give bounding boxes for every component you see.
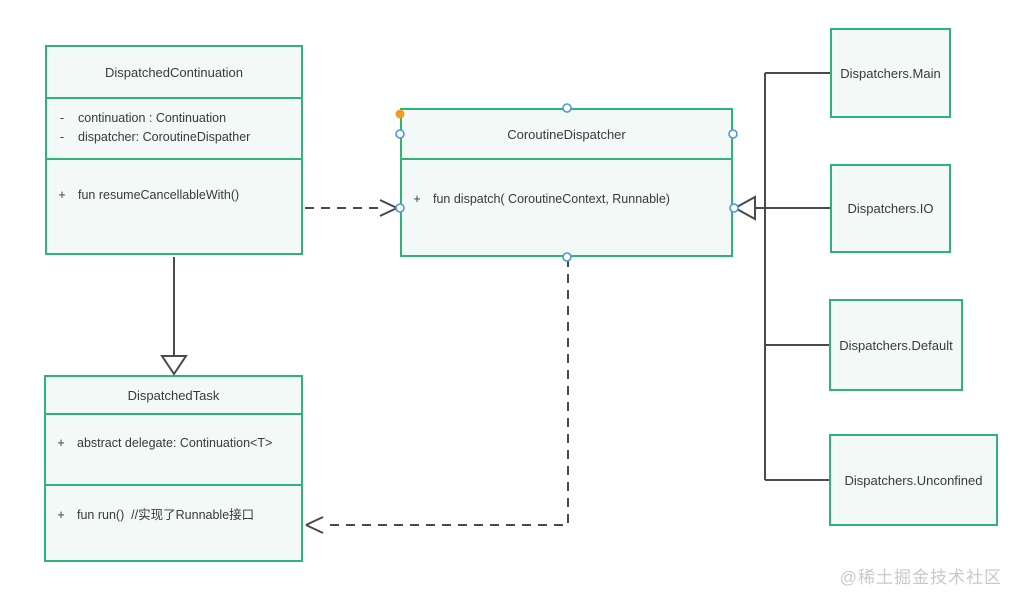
site-watermark: @稀土掘金技术社区 bbox=[839, 568, 1002, 587]
attribute-text: abstract delegate: Continuation<T> bbox=[77, 436, 273, 450]
open-arrowhead-icon bbox=[305, 516, 324, 534]
class-title: Dispatchers.Default bbox=[839, 337, 953, 353]
attributes-section: + abstract delegate: Continuation<T> bbox=[46, 415, 301, 486]
class-box-dispatchers-io[interactable]: Dispatchers.IO bbox=[830, 164, 951, 253]
attribute-row: - continuation : Continuation bbox=[47, 109, 301, 128]
dependency-edge-dispatchedcontinuation-to-coroutinedispatcher[interactable] bbox=[305, 199, 398, 217]
class-title: CoroutineDispatcher bbox=[402, 110, 731, 160]
class-box-dispatched-continuation[interactable]: DispatchedContinuation - continuation : … bbox=[45, 45, 303, 255]
visibility-symbol: + bbox=[58, 188, 66, 202]
attribute-row: + abstract delegate: Continuation<T> bbox=[46, 434, 301, 453]
visibility-symbol: + bbox=[57, 508, 65, 522]
class-box-dispatchers-default[interactable]: Dispatchers.Default bbox=[829, 299, 963, 391]
class-box-dispatched-task[interactable]: DispatchedTask + abstract delegate: Cont… bbox=[44, 375, 303, 562]
methods-section: + fun dispatch( CoroutineContext, Runnab… bbox=[402, 160, 731, 209]
class-box-dispatchers-main[interactable]: Dispatchers.Main bbox=[830, 28, 951, 118]
class-title: DispatchedContinuation bbox=[47, 47, 301, 99]
attribute-row: - dispatcher: CoroutineDispather bbox=[47, 128, 301, 147]
open-arrowhead-icon bbox=[379, 199, 398, 217]
class-box-coroutine-dispatcher[interactable]: CoroutineDispatcher + fun dispatch( Coro… bbox=[400, 108, 733, 257]
methods-section: + fun resumeCancellableWith() bbox=[47, 160, 301, 205]
method-row: + fun dispatch( CoroutineContext, Runnab… bbox=[402, 190, 731, 209]
methods-section: + fun run() //实现了Runnable接口 bbox=[46, 486, 301, 525]
visibility-symbol: - bbox=[59, 111, 65, 125]
method-text: fun resumeCancellableWith() bbox=[78, 188, 240, 202]
method-row: + fun run() //实现了Runnable接口 bbox=[46, 506, 301, 525]
hollow-triangle-arrowhead-icon bbox=[732, 195, 756, 221]
hollow-triangle-arrowhead-icon bbox=[160, 355, 188, 376]
visibility-symbol: + bbox=[57, 436, 65, 450]
attributes-section: - continuation : Continuation - dispatch… bbox=[47, 99, 301, 160]
attribute-text: dispatcher: CoroutineDispather bbox=[78, 130, 251, 144]
class-title: Dispatchers.Main bbox=[840, 65, 941, 81]
method-text: fun dispatch( CoroutineContext, Runnable… bbox=[433, 192, 670, 206]
generalization-tree-dispatchers-to-coroutinedispatcher[interactable] bbox=[732, 72, 830, 481]
class-title: DispatchedTask bbox=[46, 377, 301, 415]
method-row: + fun resumeCancellableWith() bbox=[47, 186, 301, 205]
class-box-dispatchers-unconfined[interactable]: Dispatchers.Unconfined bbox=[829, 434, 998, 526]
class-title: Dispatchers.IO bbox=[847, 201, 934, 216]
dependency-edge-coroutinedispatcher-to-dispatchedtask[interactable] bbox=[305, 258, 569, 534]
class-title: Dispatchers.Unconfined bbox=[844, 472, 983, 488]
visibility-symbol: + bbox=[413, 192, 421, 206]
method-text: fun run() //实现了Runnable接口 bbox=[77, 508, 255, 522]
attribute-text: continuation : Continuation bbox=[78, 111, 227, 125]
visibility-symbol: - bbox=[59, 130, 65, 144]
generalization-edge-dispatchedcontinuation-to-dispatchedtask[interactable] bbox=[160, 257, 188, 376]
